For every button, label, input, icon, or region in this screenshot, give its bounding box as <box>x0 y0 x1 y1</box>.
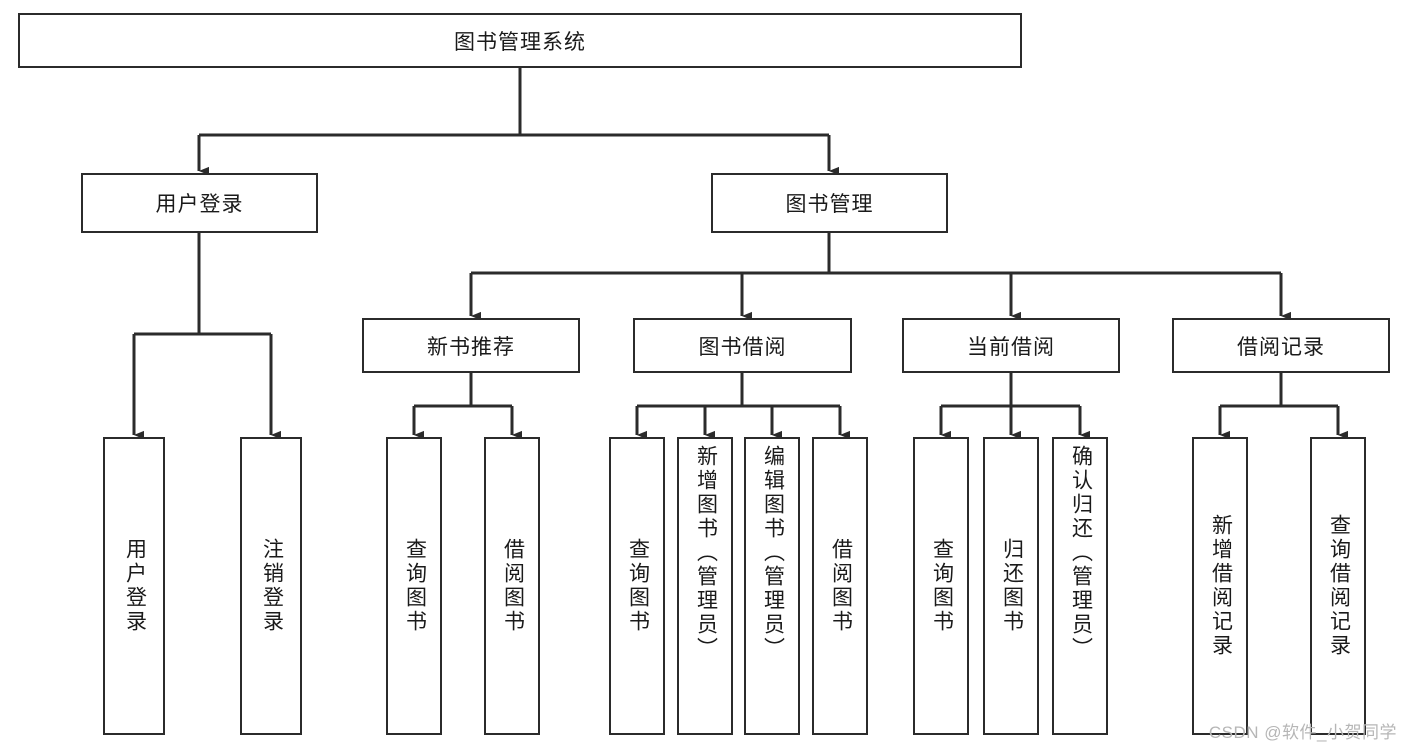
node-leaf-confirm-return-label: 确认归还（管理员） <box>1069 445 1093 661</box>
node-leaf-query-record-label: 查询借阅记录 <box>1327 514 1351 658</box>
node-new-book-recommend[interactable]: 新书推荐 <box>362 318 580 373</box>
node-borrow-record[interactable]: 借阅记录 <box>1172 318 1390 373</box>
node-book-borrow[interactable]: 图书借阅 <box>633 318 852 373</box>
node-root[interactable]: 图书管理系统 <box>18 13 1022 68</box>
node-leaf-add-book-label: 新增图书（管理员） <box>694 445 718 661</box>
node-user-login-label: 用户登录 <box>155 193 244 216</box>
node-leaf-confirm-return[interactable]: 确认归还（管理员） <box>1052 437 1108 735</box>
node-leaf-edit-book[interactable]: 编辑图书（管理员） <box>744 437 800 735</box>
node-leaf-add-book[interactable]: 新增图书（管理员） <box>677 437 733 735</box>
node-leaf-edit-book-label: 编辑图书（管理员） <box>761 445 785 661</box>
node-leaf-query-book-c-label: 查询图书 <box>930 538 954 634</box>
node-leaf-borrow-book-a-label: 借阅图书 <box>501 538 525 634</box>
node-leaf-query-book-a[interactable]: 查询图书 <box>386 437 442 735</box>
node-borrow-record-label: 借阅记录 <box>1237 335 1325 359</box>
node-leaf-user-logout-label: 注销登录 <box>260 538 284 634</box>
node-book-manage-label: 图书管理 <box>785 193 874 216</box>
node-current-borrow[interactable]: 当前借阅 <box>902 318 1120 373</box>
node-leaf-query-book-b[interactable]: 查询图书 <box>609 437 665 735</box>
node-leaf-user-logout[interactable]: 注销登录 <box>240 437 302 735</box>
node-root-label: 图书管理系统 <box>454 30 586 54</box>
node-leaf-user-login[interactable]: 用户登录 <box>103 437 165 735</box>
node-user-login[interactable]: 用户登录 <box>81 173 318 233</box>
node-leaf-query-book-b-label: 查询图书 <box>626 538 650 634</box>
node-leaf-borrow-book-a[interactable]: 借阅图书 <box>484 437 540 735</box>
node-book-borrow-label: 图书借阅 <box>698 335 787 359</box>
node-leaf-return-book[interactable]: 归还图书 <box>983 437 1039 735</box>
node-leaf-add-record-label: 新增借阅记录 <box>1209 514 1233 658</box>
node-current-borrow-label: 当前借阅 <box>967 335 1055 359</box>
node-leaf-add-record[interactable]: 新增借阅记录 <box>1192 437 1248 735</box>
node-leaf-return-book-label: 归还图书 <box>1000 538 1024 634</box>
node-leaf-query-record[interactable]: 查询借阅记录 <box>1310 437 1366 735</box>
node-leaf-user-login-label: 用户登录 <box>123 538 147 634</box>
node-leaf-borrow-book-b-label: 借阅图书 <box>829 538 853 634</box>
node-new-book-recommend-label: 新书推荐 <box>427 335 515 359</box>
node-leaf-query-book-c[interactable]: 查询图书 <box>913 437 969 735</box>
node-leaf-borrow-book-b[interactable]: 借阅图书 <box>812 437 868 735</box>
node-leaf-query-book-a-label: 查询图书 <box>403 538 427 634</box>
csdn-watermark: CSDN @软件_小贺同学 <box>1208 723 1397 742</box>
node-book-manage[interactable]: 图书管理 <box>711 173 948 233</box>
